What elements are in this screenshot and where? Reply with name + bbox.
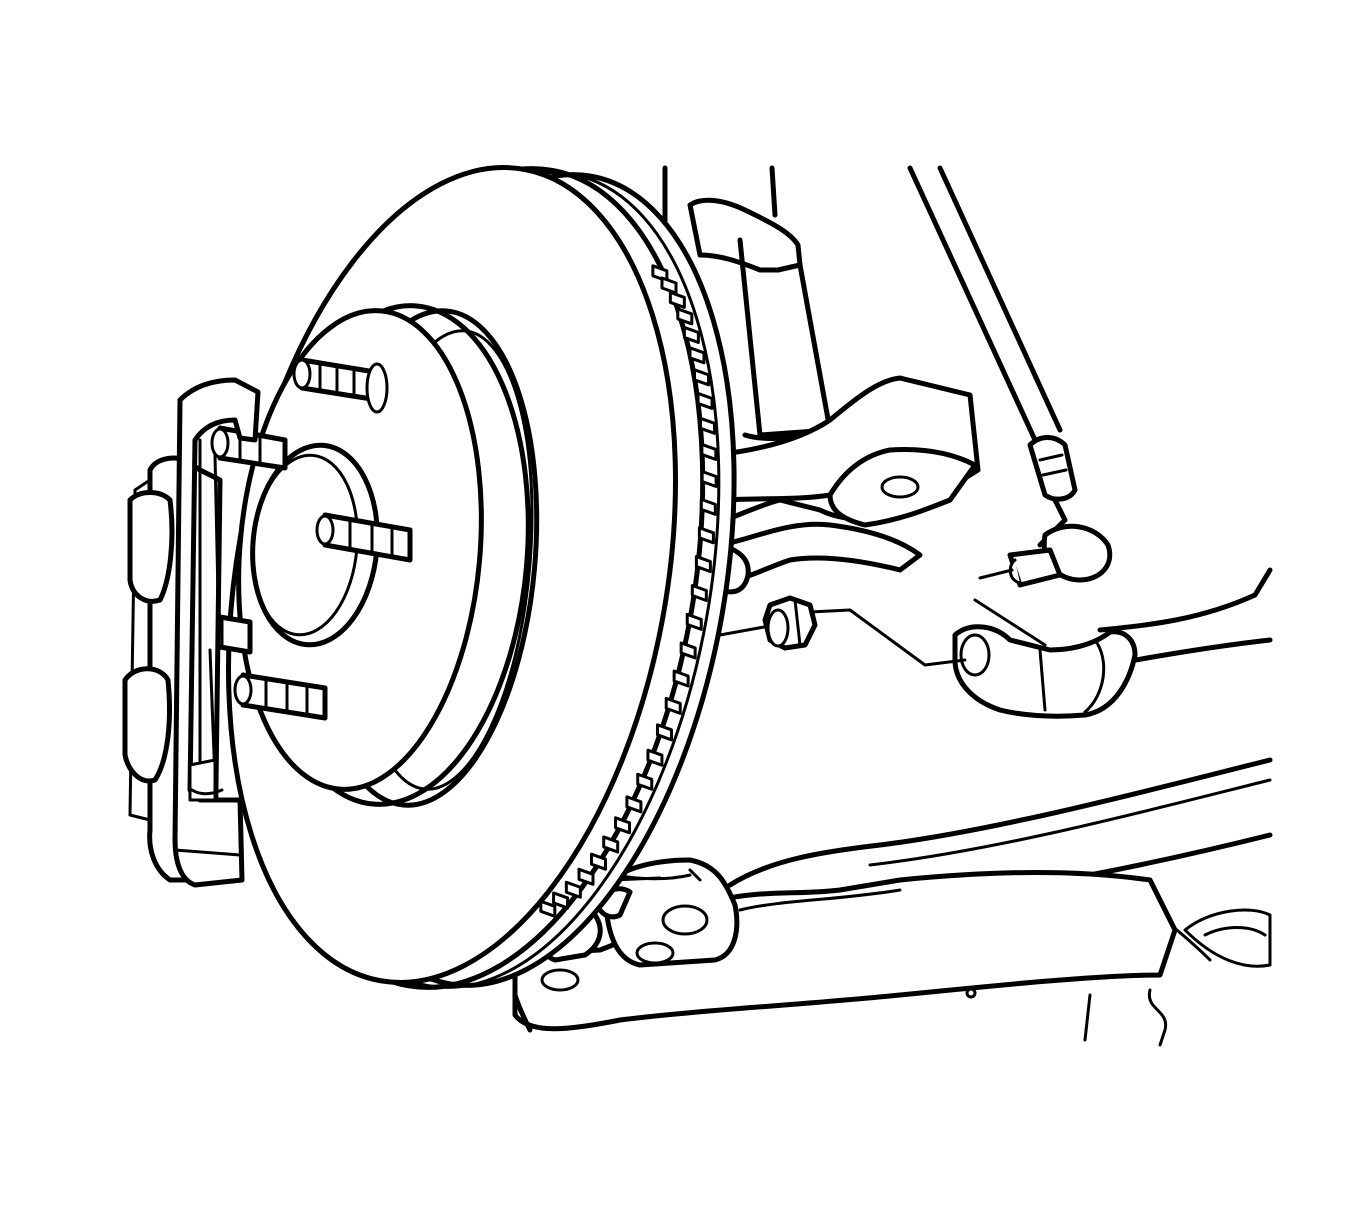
rotor-vane: [694, 555, 712, 574]
rotor-vane: [676, 307, 694, 326]
rotor-vane: [688, 346, 706, 365]
rotor-vane: [664, 696, 682, 715]
rotor-vane: [697, 526, 715, 545]
rotor-vane: [668, 290, 686, 309]
rotor-vane: [682, 325, 700, 344]
stabilizer-link: [907, 165, 1113, 647]
rotor-vane: [577, 867, 595, 886]
rotor-cooling-vanes: [539, 264, 718, 918]
rotor-vane: [696, 391, 714, 410]
stabilizer-bar-bushing-clamp: [952, 624, 1138, 719]
rotor-vane: [602, 835, 620, 854]
steering-knuckle: [712, 375, 981, 595]
stabilizer-link-nut: [718, 595, 967, 667]
rotor-vane: [699, 497, 717, 516]
wheel-stud: [210, 425, 288, 471]
strut-assembly: [662, 165, 833, 441]
rotor-vane: [700, 470, 718, 489]
rotor-vane: [646, 748, 664, 767]
rotor-vane: [589, 852, 607, 871]
rotor-vane: [698, 416, 716, 435]
rotor-vane: [672, 669, 690, 688]
lower-control-arm: [512, 857, 1178, 1033]
rotor-vane: [564, 880, 582, 899]
rotor-vane: [693, 368, 711, 387]
rotor-vane: [636, 772, 654, 791]
rotor-vane: [690, 584, 708, 603]
wheel-stud: [315, 512, 413, 563]
rotor-vane: [552, 891, 570, 910]
rotor-vane: [679, 641, 697, 660]
brake-caliper: [122, 377, 261, 888]
rotor-vane: [700, 442, 718, 461]
wheel-stud: [292, 357, 389, 414]
rotor-vane: [625, 795, 643, 814]
rotor-vane: [614, 816, 632, 835]
rotor-vane: [655, 723, 673, 742]
rotor-vane: [539, 899, 557, 918]
wheel-stud: [233, 672, 328, 721]
rotor-vane: [685, 612, 703, 631]
